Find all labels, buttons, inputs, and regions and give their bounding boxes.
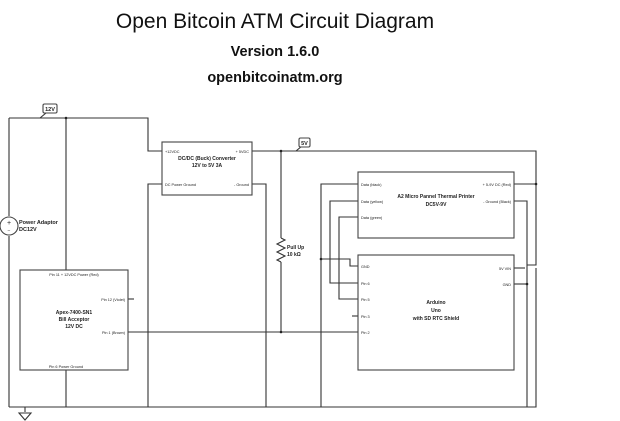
arduino-pin-gnd-left: GND	[361, 265, 370, 269]
bill-pin-power: Pin 11 + 12VDC Power (Red)	[49, 273, 99, 277]
pullup-resistor: Pull Up 10 kΩ	[275, 237, 304, 263]
bill-pin-inhibit: Pin 12 (Violet)	[101, 298, 126, 302]
bill-pin-signal: Pin 1 (Brown)	[102, 331, 126, 335]
power-adaptor-spec: DC12V	[19, 227, 37, 233]
minus-icon: −	[8, 228, 11, 234]
arduino-uno: GND Pin 6 Pin 5 Pin 3 Pin 2 5V VIN GND A…	[357, 254, 515, 371]
diagram-version: Version 1.6.0	[230, 44, 320, 60]
converter-pin-in-plus: +12VDC	[165, 150, 180, 154]
power-adaptor: + − Power Adaptor DC12V	[0, 216, 59, 236]
converter-pin-out-ground: - Ground	[234, 183, 249, 187]
wire-printer-data-black	[320, 183, 358, 407]
wire-5v-rail	[252, 150, 537, 266]
wire-converter-out-ground	[252, 183, 267, 407]
arduino-shield: with SD RTC Shield	[412, 316, 459, 322]
bill-acceptor: Pin 11 + 12VDC Power (Red) Pin 12 (Viole…	[19, 269, 129, 371]
wire-arduino-gnd-left	[321, 258, 358, 267]
arduino-pin-gnd-right: GND	[503, 283, 512, 287]
junction-dot	[319, 257, 323, 261]
resistor-icon	[275, 237, 287, 263]
wire-ground-bus	[9, 268, 537, 408]
net-label-12v: 12V	[39, 103, 58, 119]
converter-spec: 12V to 5V 3A	[192, 163, 223, 169]
arduino-pin-6: Pin 6	[361, 282, 370, 286]
wire-printer-data-yellow	[329, 200, 358, 284]
printer-pin-ground: - Ground (Black)	[483, 200, 512, 204]
printer-spec: DC5V-9V	[426, 202, 448, 208]
printer-pin-power: + 5-9V DC (Red)	[483, 183, 512, 187]
printer-pin-data-black: Data (black)	[361, 183, 382, 187]
power-adaptor-label: Power Adaptor	[19, 220, 59, 226]
arduino-pin-vin: 5V VIN	[499, 267, 511, 271]
net-label-5v-text: 5V	[301, 141, 308, 147]
diagram-website: openbitcoinatm.org	[207, 70, 343, 86]
converter-pin-in-ground: DC Power Ground	[165, 183, 196, 187]
pullup-label: Pull Up	[287, 245, 304, 251]
junction-dot	[64, 116, 68, 120]
arduino-name: Arduino	[426, 300, 445, 306]
junction-dot	[279, 330, 283, 334]
diagram-title: Open Bitcoin ATM Circuit Diagram	[115, 10, 435, 33]
net-label-5v: 5V	[295, 137, 311, 152]
junction-dot	[525, 282, 529, 286]
arduino-pin-5: Pin 5	[361, 298, 370, 302]
junction-dot	[279, 149, 283, 153]
junction-dot	[534, 182, 538, 186]
ground-icon	[17, 412, 33, 421]
wire-12v-rail	[9, 117, 162, 152]
arduino-pin-2: Pin 2	[361, 331, 370, 335]
wire-printer-data-green	[338, 216, 358, 300]
converter-name: DC/DC (Buck) Converter	[178, 156, 236, 162]
bill-acceptor-type: Bill Acceptor	[59, 317, 90, 323]
converter-pin-out-plus: + 5VDC	[236, 150, 250, 154]
dc-source-icon	[0, 216, 19, 236]
bill-pin-ground: Pin 6 Power Ground	[49, 365, 83, 369]
arduino-pin-3: Pin 3	[361, 315, 370, 319]
wire-printer-ground	[514, 200, 528, 407]
bill-acceptor-spec: 12V DC	[65, 324, 83, 330]
printer-pin-data-green: Data (green)	[361, 216, 383, 220]
plus-icon: +	[7, 220, 11, 227]
arduino-model: Uno	[431, 308, 441, 314]
pullup-value: 10 kΩ	[287, 252, 301, 258]
net-label-12v-text: 12V	[45, 107, 55, 113]
printer-pin-data-yellow: Data (yellow)	[361, 200, 384, 204]
thermal-printer: Data (black) Data (yellow) Data (green) …	[357, 171, 515, 239]
buck-converter: +12VDC + 5VDC DC/DC (Buck) Converter 12V…	[161, 141, 253, 196]
wire-converter-in-ground	[147, 183, 162, 407]
bill-acceptor-name: Apex-7400-SN1	[56, 310, 93, 316]
printer-name: A2 Micro Pannel Thermal Printer	[397, 194, 474, 200]
wires	[8, 116, 538, 421]
